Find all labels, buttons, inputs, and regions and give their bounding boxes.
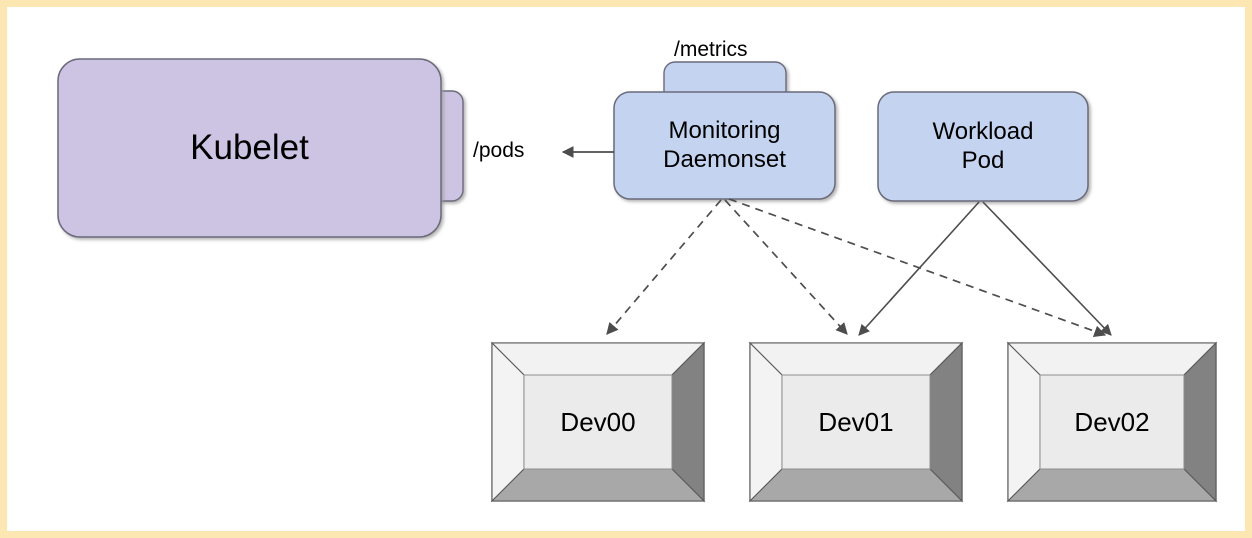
edge-monitoring-to-dev01 xyxy=(724,199,848,335)
edge-monitoring-to-dev00 xyxy=(606,199,722,335)
workload-pod-node[interactable] xyxy=(877,91,1089,202)
dev02-node[interactable] xyxy=(1006,341,1218,503)
monitoring-daemonset-node[interactable] xyxy=(613,91,836,200)
dev00-node[interactable] xyxy=(490,341,706,503)
edge-workload-to-dev01 xyxy=(858,201,980,336)
edge-monitoring-to-dev02 xyxy=(728,198,1107,337)
pods-endpoint-label: /pods xyxy=(473,139,525,162)
kubelet-node[interactable] xyxy=(57,58,442,238)
metrics-endpoint-label: /metrics xyxy=(674,38,748,61)
dev01-node[interactable] xyxy=(748,341,964,503)
edge-workload-to-dev02 xyxy=(982,201,1112,336)
diagram-shapes-layer xyxy=(57,58,1218,503)
diagram-canvas: Kubelet /pods /metrics Monitoring Daemon… xyxy=(7,7,1245,531)
